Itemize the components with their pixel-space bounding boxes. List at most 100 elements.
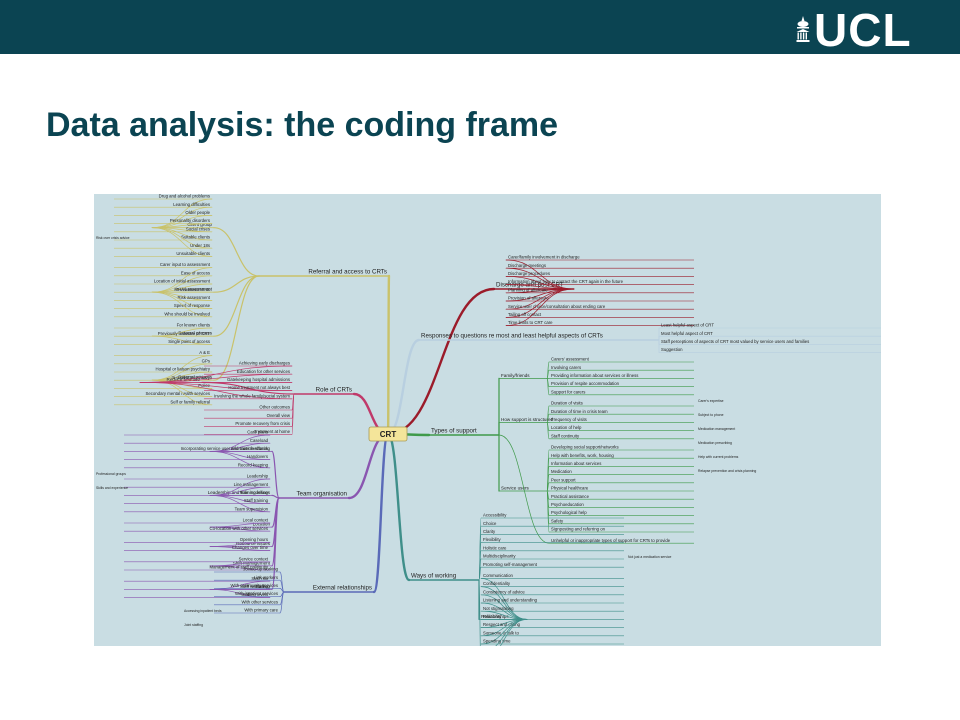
branch-referral-and-access-to-crts-item-secondary-mental-health-services: Secondary mental health services bbox=[146, 391, 211, 396]
branch-types-of-support-item-support-for-carers-connector bbox=[546, 378, 550, 396]
branch-ways-of-working-item-listening-and-understanding: Listening and understanding bbox=[483, 598, 538, 603]
branch-team-organisation-item-handovers: Handovers bbox=[247, 454, 268, 459]
branch-responses-to-questions-re-most-and-least-item-least-helpful-aspect-of-crt: Least helpful aspect of CRT bbox=[661, 323, 714, 328]
branch-role-of-crts-item-achieving-early-discharges: Achieving early discharges bbox=[239, 361, 290, 366]
branch-ways-of-working-item-clarity: Clarity bbox=[483, 529, 496, 534]
logo-text: UCL bbox=[814, 4, 912, 56]
branch-responses-to-questions-re-most-and-least-item-most-helpful-aspect-of-crt: Most helpful aspect of CRT bbox=[661, 331, 713, 336]
branch-discharge-and-post-crt-item-discharge-procedures: Discharge procedures bbox=[508, 271, 550, 276]
branch-team-organisation-item-staffing-levels: Staffing levels bbox=[241, 592, 268, 597]
branch-referral-and-access-to-crts-item-personality-disorders: Personality disorders bbox=[170, 218, 210, 223]
branch-team-organisation-item-line-management: Line management bbox=[234, 482, 269, 487]
branch-team-organisation-item-service-context: Service context bbox=[239, 556, 269, 561]
branch-referral-and-access-to-crts-item-learning-difficulties: Learning difficulties bbox=[173, 202, 210, 207]
branch-types-of-support-item-safety: Safety bbox=[551, 518, 564, 523]
branch-referral-and-access-to-crts-item-unsuitable-clients-connector bbox=[151, 227, 213, 257]
branch-ways-of-working-item-promoting-self-management: Promoting self-management bbox=[483, 562, 538, 567]
branch-external-relationships-note-accessing-inpatient-beds: Accessing inpatient beds bbox=[184, 609, 222, 613]
center-node-label: CRT bbox=[380, 430, 397, 439]
branch-ways-of-working-item-accessibility: Accessibility bbox=[483, 513, 507, 518]
branch-role-of-crts-item-other-outcomes: Other outcomes bbox=[259, 405, 290, 410]
branch-types-of-support-note-carer-s-expertise: Carer's expertise bbox=[698, 399, 724, 403]
branch-types-of-support-item-medication: Medication bbox=[551, 469, 572, 474]
branch-types-of-support-item-location-of-help: Location of help bbox=[551, 425, 582, 430]
branch-external-relationships-item-with-community-services: With community services bbox=[230, 583, 278, 588]
branch-external-relationships-label: External relationships bbox=[313, 585, 372, 592]
branch-team-organisation-item-opening-hours: Opening hours bbox=[240, 537, 268, 542]
branch-ways-of-working-item-multidisciplinarity: Multidisciplinarity bbox=[483, 554, 516, 559]
branch-team-organisation-item-staff-wellbeing: Staff wellbeing bbox=[240, 584, 268, 589]
branch-referral-and-access-to-crts-item-single-point-of-access: Single point of access bbox=[168, 339, 210, 344]
branch-referral-and-access-to-crts-label: Referral and access to CRTs bbox=[308, 269, 387, 276]
center-node bbox=[368, 426, 408, 442]
branch-types-of-support-note-subject-to-phone: Subject to phone bbox=[698, 413, 724, 417]
branch-role-of-crts-item-promote-recovery-from-crisis: Promote recovery from crisis bbox=[235, 421, 290, 426]
branch-referral-and-access-to-crts-item-ease-of-access: Ease of access bbox=[181, 270, 210, 275]
branch-referral-and-access-to-crts-group-initial-assessment-label: Initial assessment bbox=[175, 287, 212, 292]
branch-external-relationships-item-link-workers: Link workers bbox=[254, 575, 278, 580]
branch-team-organisation-group-information-sharing-label: Information sharing bbox=[231, 446, 271, 451]
branch-types-of-support-item-developing-social-support-networks: Developing social support/networks bbox=[551, 445, 619, 450]
branch-types-of-support-item-involving-carers: Involving carers bbox=[551, 365, 581, 370]
branch-discharge-and-post-crt-item-time-limits-to-crt-care: Time limits to CRT care bbox=[508, 320, 553, 325]
branch-team-organisation-label: Team organisation bbox=[296, 491, 347, 498]
branch-ways-of-working-item-communication: Communication bbox=[483, 573, 513, 578]
branch-team-organisation-note-professional-groups: Professional groups bbox=[96, 472, 126, 476]
branch-team-organisation-item-caseload: Caseload bbox=[250, 438, 269, 443]
branch-types-of-support-group-family-friends-label: Family/friends bbox=[501, 373, 530, 378]
branch-role-of-crts-item-involving-the-whole-family-social-system-connector bbox=[139, 382, 293, 400]
branch-external-relationships-note-joint-staffing: Joint staffing bbox=[184, 623, 203, 627]
branch-types-of-support-item-signposting-and-referring-on: Signposting and referring on bbox=[551, 527, 606, 532]
branch-team-organisation-item-care-plans: Care plans bbox=[247, 430, 268, 435]
branch-discharge-and-post-crt-item-carer-family-involvement-in-discharge: Carer/family involvement in discharge bbox=[508, 255, 580, 260]
branch-team-organisation-group-information-sharing-connector bbox=[271, 450, 280, 499]
branch-ways-of-working-item-holistic-care: Holistic care bbox=[483, 545, 507, 550]
branch-types-of-support-item-frequency-of-visits: Frequency of visits bbox=[551, 417, 587, 422]
branch-external-relationships-item-with-primary-care-connector bbox=[279, 591, 285, 614]
branch-discharge-and-post-crt-label: Discharge and post CRT bbox=[496, 282, 564, 289]
branch-types-of-support-group-how-support-is-structured-label: How support is structured bbox=[501, 417, 554, 422]
ucl-logo: UCL bbox=[796, 4, 946, 56]
branch-team-organisation-note-skills-and-experience: Skills and experience bbox=[96, 486, 128, 490]
branch-discharge-and-post-crt-item-time-limits-to-crt-care-connector bbox=[505, 288, 575, 326]
branch-ways-of-working-item-consistency-of-advice: Consistency of advice bbox=[483, 589, 525, 594]
branch-team-organisation-group-leadership-and-training-issues-label: Leadership and training issues bbox=[208, 490, 271, 495]
branch-team-organisation-item-role-modelling: Role modelling bbox=[240, 490, 269, 495]
branch-external-relationships-connector bbox=[372, 432, 390, 594]
branch-types-of-support-item-duration-of-time-in-crisis-team: Duration of time in crisis team bbox=[551, 409, 608, 414]
branch-ways-of-working-item-understanding-connector bbox=[500, 619, 528, 646]
branch-ways-of-working-item-flexibility: Flexibility bbox=[483, 537, 502, 542]
branch-referral-and-access-to-crts-group-referral-process-connector bbox=[213, 275, 260, 337]
branch-discharge-and-post-crt-item-information-about-how-to-contact-the-crt: Information about how to contact the CRT… bbox=[508, 279, 624, 284]
branch-referral-and-access-to-crts-item-previously-unaware-of-crt: Previously unaware of CRT bbox=[158, 331, 211, 336]
branch-ways-of-working-item-choice: Choice bbox=[483, 521, 497, 526]
branch-team-organisation-item-co-location-with-other-services: Co-location with other services bbox=[209, 526, 268, 531]
branch-ways-of-working-item-spending-time: Spending time bbox=[483, 639, 511, 644]
branch-discharge-and-post-crt-item-provision-of-aftercare: Provision of aftercare bbox=[508, 296, 549, 301]
branch-ways-of-working-item-not-stigmatising: Not stigmatising bbox=[483, 606, 514, 611]
branch-types-of-support-item-psychoeducation: Psychoeducation bbox=[551, 502, 584, 507]
branch-types-of-support-item-psychological-help: Psychological help bbox=[551, 510, 587, 515]
branch-ways-of-working-item-respect-and-caring: Respect and caring bbox=[483, 622, 521, 627]
branch-role-of-crts-item-involving-the-whole-family-social-system: Involving the whole family/social system bbox=[214, 393, 290, 398]
branch-referral-and-access-to-crts-item-hospital-or-liaison-psychiatry: Hospital or liaison psychiatry bbox=[156, 367, 211, 372]
branch-ways-of-working-item-confidentiality: Confidentiality bbox=[483, 581, 511, 586]
branch-referral-and-access-to-crts-item-self-or-family-referral-connector bbox=[151, 379, 213, 406]
branch-team-organisation-item-staff-training: Staff training bbox=[244, 498, 269, 503]
branch-types-of-support-item-provision-of-respite-accommodation: Provision of respite accommodation bbox=[551, 381, 620, 386]
branch-types-of-support-item-help-with-benefits-work-housing: Help with benefits, work, housing bbox=[551, 453, 614, 458]
branch-referral-and-access-to-crts-group-client-group-connector bbox=[213, 227, 260, 277]
branch-team-organisation-item-incorporating-service-user-and-carer-fee: Incorporating service user and carer fee… bbox=[181, 446, 269, 451]
branch-referral-and-access-to-crts-group-referral-process-label: Referral process bbox=[178, 331, 212, 336]
branch-types-of-support-item-staff-continuity: Staff continuity bbox=[551, 433, 580, 438]
branch-types-of-support-item-physical-healthcare: Physical healthcare bbox=[551, 486, 589, 491]
branch-team-organisation-group-resource-issues-label: Resource issues bbox=[236, 541, 271, 546]
branch-types-of-support-group-service-users-label: Service users bbox=[501, 485, 530, 490]
branch-referral-and-access-to-crts-group-initial-assessment-connector bbox=[213, 275, 260, 293]
branch-role-of-crts-group-reduce-bed-use-label: Reduce bed use bbox=[167, 377, 201, 382]
branch-team-organisation-item-team-supervision-connector bbox=[209, 495, 271, 513]
branch-team-organisation-item-team-supervision: Team supervision bbox=[235, 506, 269, 511]
branch-external-relationships-item-with-primary-care: With primary care bbox=[244, 608, 278, 613]
branch-ways-of-working-item-reliability: Reliability bbox=[483, 614, 502, 619]
